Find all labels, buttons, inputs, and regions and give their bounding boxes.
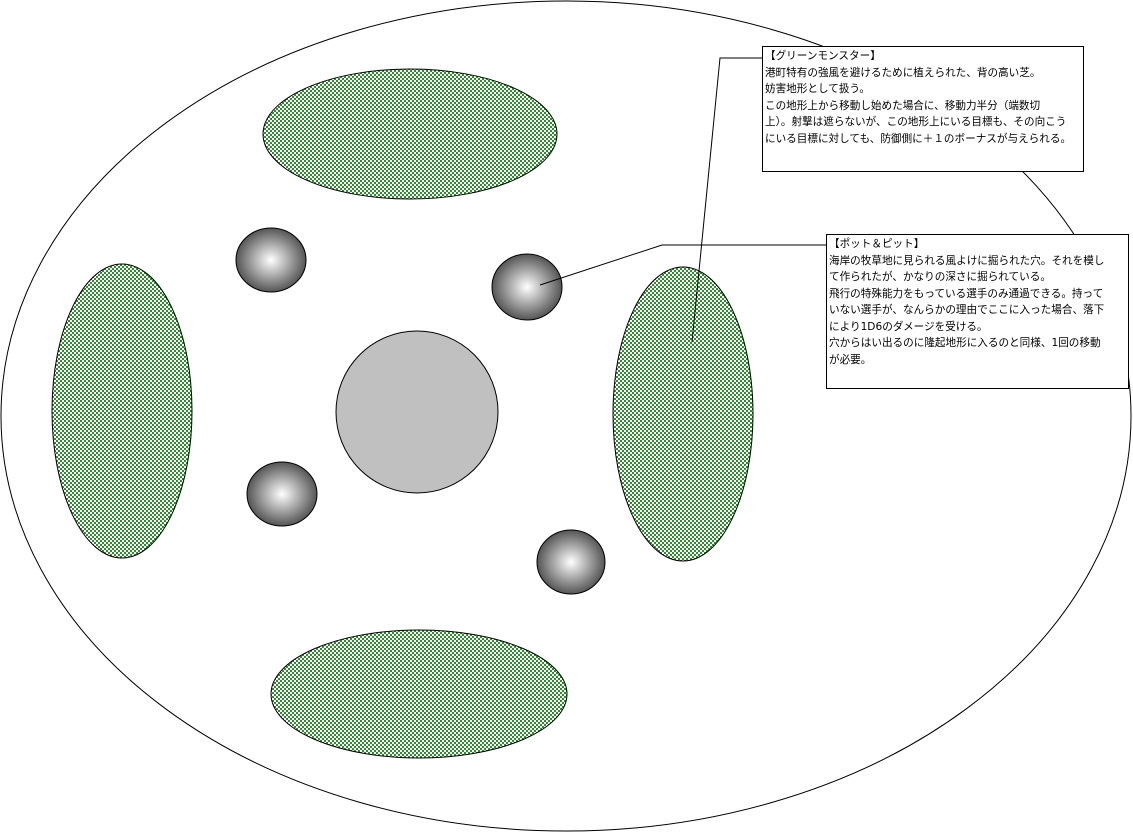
note-line: 妨害地形として扱う。 [765, 83, 870, 95]
green-monster-bottom [270, 629, 568, 759]
note-line: により1D6のダメージを受ける。 [829, 320, 988, 333]
note-title: 【ポット＆ピット】 [829, 238, 925, 250]
green-monster-left [51, 263, 193, 559]
pit-upper-left [235, 227, 307, 293]
pit-lower-left [246, 461, 318, 527]
center-circle [335, 330, 499, 494]
note-line: て作られたが、かなりの深さに掘られている。 [829, 271, 1051, 283]
leader-line-green-monster [691, 57, 762, 343]
note-line: が必要。 [829, 353, 872, 366]
note-line: にいる目標に対しても、防御側に＋１のボーナスが与えられる。 [765, 132, 1072, 145]
note-title: 【グリーンモンスター】 [765, 50, 881, 62]
note-line: この地形上から移動し始めた場合に、移動力半分（端数切 [765, 99, 1041, 112]
note-line: 穴からはい出るのに隆起地形に入るのと同様、1回の移動 [829, 337, 1101, 349]
green-monster-note: 【グリーンモンスター】港町特有の強風を避けるために植えられた、背の高い芝。妨害地… [762, 46, 1084, 172]
pot-and-pit-note: 【ポット＆ピット】海岸の牧草地に見られる風よけに掘られた穴。それを模して作られた… [826, 234, 1129, 389]
leader-line-pot-pit [539, 244, 826, 286]
pit-lower-right [536, 529, 606, 595]
green-monster-top [262, 68, 558, 200]
pit-upper-right [491, 253, 563, 321]
note-line: いない選手が、なんらかの理由でここに入った場合、落下 [829, 304, 1105, 316]
note-line: 飛行の特殊能力をもっている選手のみ通過できる。持って [829, 287, 1104, 300]
green-monster-right [612, 266, 754, 562]
note-line: 海岸の牧草地に見られる風よけに掘られた穴。それを模し [829, 254, 1105, 267]
note-line: 上）。射撃は遮らないが、この地形上にいる目標も、その向こう [765, 116, 1067, 128]
note-line: 港町特有の強風を避けるために植えられた、背の高い芝。 [765, 66, 1041, 79]
